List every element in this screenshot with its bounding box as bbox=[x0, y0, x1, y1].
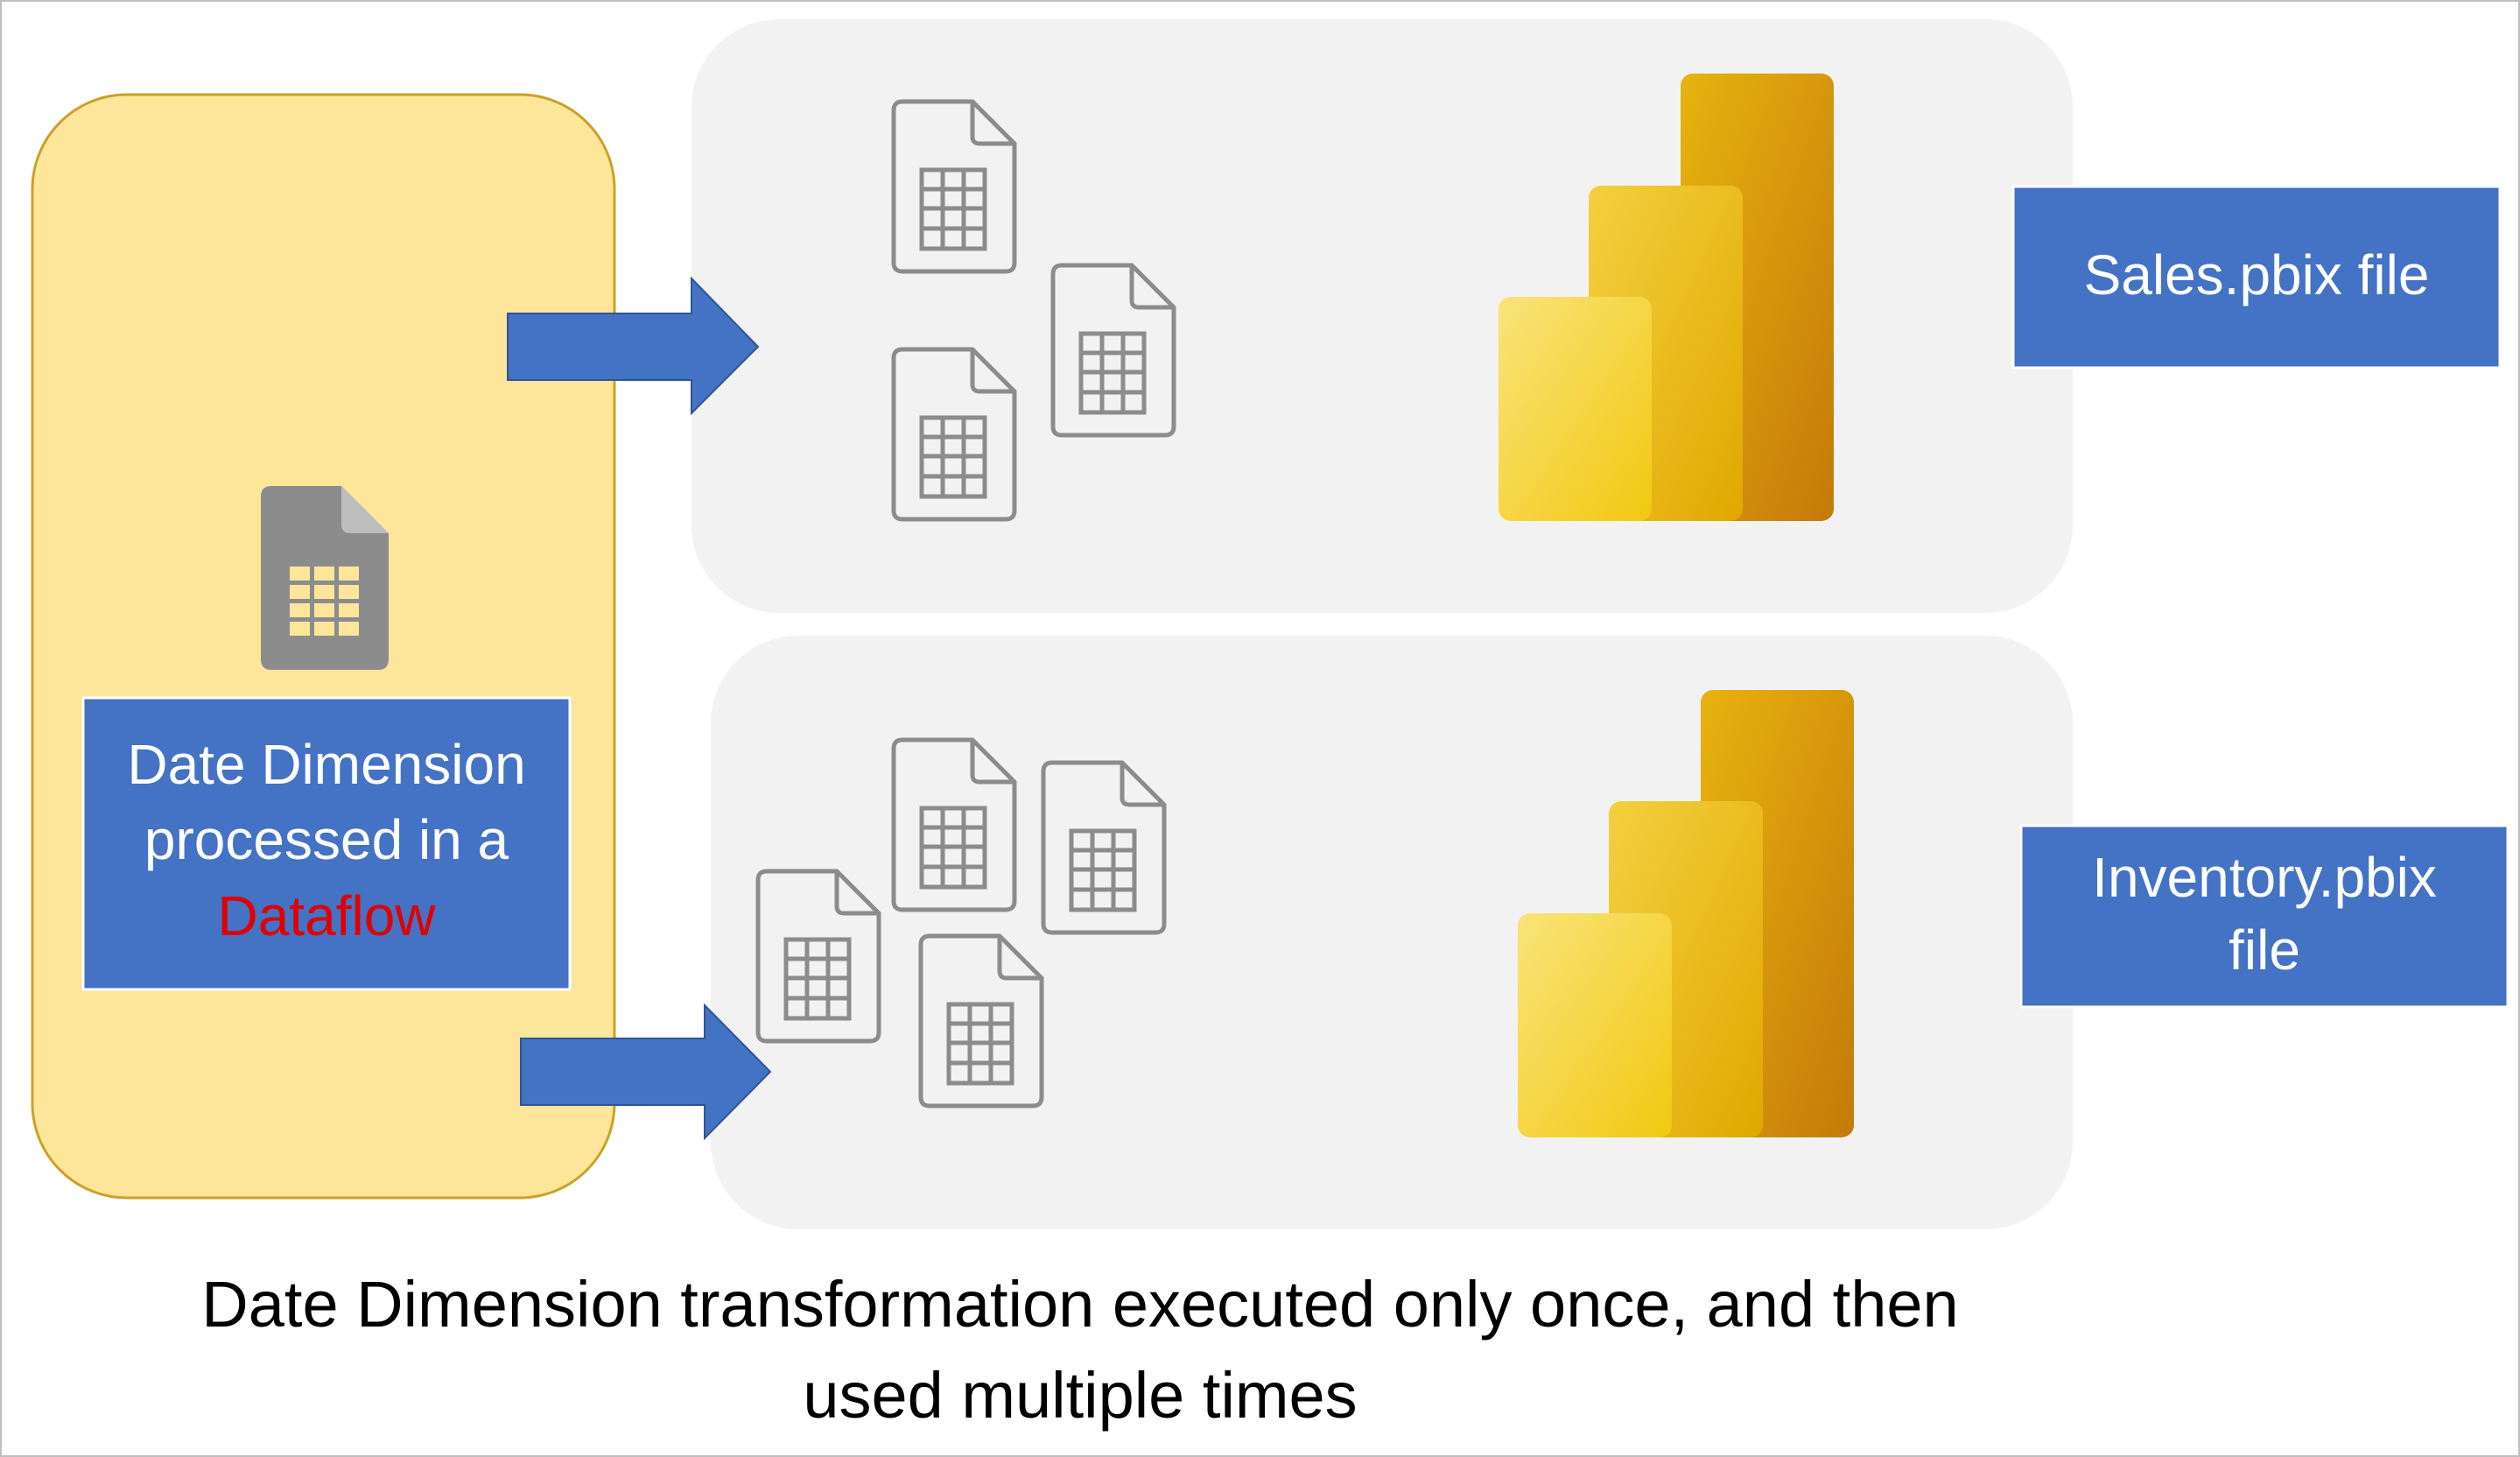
sales-file-label: Sales.pbix file bbox=[2084, 243, 2430, 306]
arrow-to-sales bbox=[507, 276, 760, 416]
inventory-power-bi-logo bbox=[1518, 690, 1854, 1137]
inventory-file-label-line1: Inventory.pbix bbox=[2092, 846, 2437, 909]
dataflow-label-line2: processed in a bbox=[144, 808, 509, 871]
sales-file-label-box bbox=[2011, 185, 2502, 370]
inventory-file-label-box bbox=[2019, 824, 2509, 1009]
inventory-file-label-line2: file bbox=[2229, 919, 2300, 982]
sales-table-icons bbox=[891, 99, 1176, 522]
inventory-table-icons bbox=[755, 737, 1167, 1109]
sales-panel bbox=[691, 19, 2073, 613]
dataflow-label-highlight: Dataflow bbox=[218, 884, 437, 947]
inventory-panel bbox=[711, 636, 2073, 1229]
caption-line2: used multiple times bbox=[803, 1359, 1357, 1432]
dataflow-table-icon bbox=[261, 486, 389, 670]
arrow-to-inventory bbox=[520, 1003, 772, 1141]
sales-power-bi-logo bbox=[1499, 74, 1834, 521]
dataflow-label-line1: Date Dimension bbox=[127, 733, 525, 796]
caption-line1: Date Dimension transformation executed o… bbox=[201, 1268, 1958, 1341]
dataflow-label-box bbox=[81, 696, 572, 991]
